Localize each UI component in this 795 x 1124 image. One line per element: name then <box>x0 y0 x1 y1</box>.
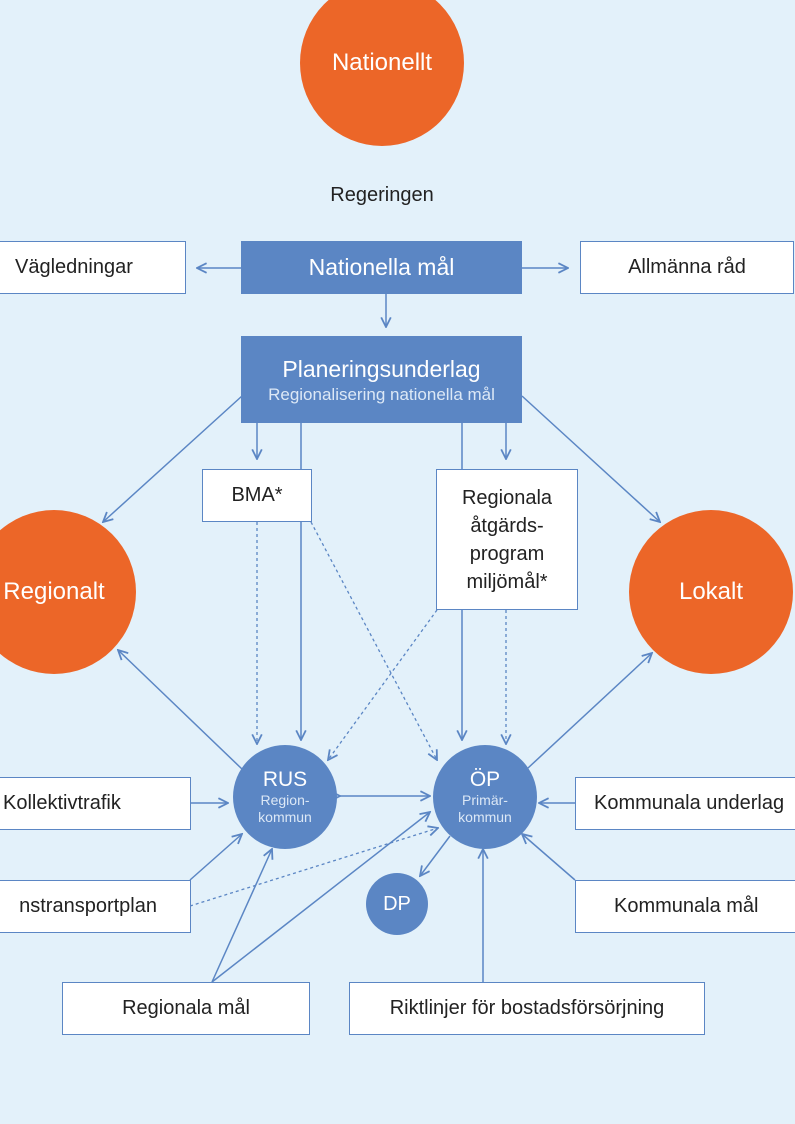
municipal-basis-box: Kommunala underlag <box>575 777 795 830</box>
rus-circle: RUS Region- kommun <box>233 745 337 849</box>
arrow-to-local <box>521 395 660 522</box>
regional-label: Regionalt <box>3 578 105 605</box>
government-label: Regeringen <box>330 184 434 206</box>
arrow-op-to-dp <box>420 835 451 876</box>
guidance-label: Vägledningar <box>15 256 133 278</box>
dp-circle: DP <box>366 873 428 935</box>
dashed-regional-action-to-rus <box>328 609 438 760</box>
arrow-transport-plan-to-rus <box>189 834 242 881</box>
planning-basis-box: Planeringsunderlag Regionalisering natio… <box>241 336 522 423</box>
regional-goals-box: Regionala mål <box>62 982 310 1035</box>
op-sub1: Primär- <box>462 792 508 808</box>
dashed-bma-to-op <box>310 521 437 760</box>
local-label: Lokalt <box>678 578 744 605</box>
regional-action-line1: Regionala <box>461 486 553 509</box>
op-title: ÖP <box>469 768 501 791</box>
arrow-rus-to-regional <box>118 650 244 771</box>
bma-label: BMA* <box>231 484 283 506</box>
municipal-goals-box: Kommunala mål <box>575 880 795 933</box>
regional-action-line4: miljömål* <box>466 570 548 593</box>
planning-basis-subtitle: Regionalisering nationella mål <box>268 384 495 404</box>
public-transport-box: Kollektivtrafik <box>0 777 191 830</box>
arrow-regional-goals-to-op <box>211 812 430 983</box>
housing-guidelines-box: Riktlinjer för bostadsförsörjning <box>349 982 705 1035</box>
municipal-basis-label: Kommunala underlag <box>594 792 785 814</box>
national-circle: Nationellt <box>300 0 464 146</box>
rus-sub1: Region- <box>260 792 310 808</box>
rus-title: RUS <box>262 768 308 791</box>
regional-action-box: Regionala åtgärds- program miljömål* <box>436 469 578 610</box>
op-circle: ÖP Primär- kommun <box>433 745 537 849</box>
arrow-op-to-local <box>527 653 652 769</box>
regional-action-line2: åtgärds- <box>470 514 544 537</box>
rus-sub2: kommun <box>258 809 312 825</box>
arrow-to-regional <box>103 395 243 522</box>
regional-circle: Regionalt <box>0 510 136 674</box>
local-circle: Lokalt <box>629 510 793 674</box>
transport-plan-label: nstransportplan <box>19 895 157 917</box>
regional-action-line3: program <box>469 542 545 565</box>
national-goals-label: Nationella mål <box>308 254 455 280</box>
dp-label: DP <box>383 893 411 915</box>
general-advice-label: Allmänna råd <box>628 256 746 278</box>
municipal-goals-label: Kommunala mål <box>614 895 759 917</box>
guidance-box: Vägledningar <box>0 241 186 294</box>
national-goals-box: Nationella mål <box>241 241 522 294</box>
op-sub2: kommun <box>458 809 512 825</box>
bma-box: BMA* <box>202 469 312 522</box>
public-transport-label: Kollektivtrafik <box>3 792 121 814</box>
transport-plan-box: nstransportplan <box>0 880 191 933</box>
dashed-transport-plan-to-op <box>189 828 438 907</box>
arrow-municipal-goals-to-op <box>522 834 576 881</box>
general-advice-box: Allmänna råd <box>580 241 794 294</box>
housing-guidelines-label: Riktlinjer för bostadsförsörjning <box>389 997 665 1019</box>
national-label: Nationellt <box>331 49 433 76</box>
planning-basis-title: Planeringsunderlag <box>282 355 481 382</box>
arrow-regional-goals-to-rus <box>211 849 272 983</box>
regional-goals-label: Regionala mål <box>122 997 250 1019</box>
